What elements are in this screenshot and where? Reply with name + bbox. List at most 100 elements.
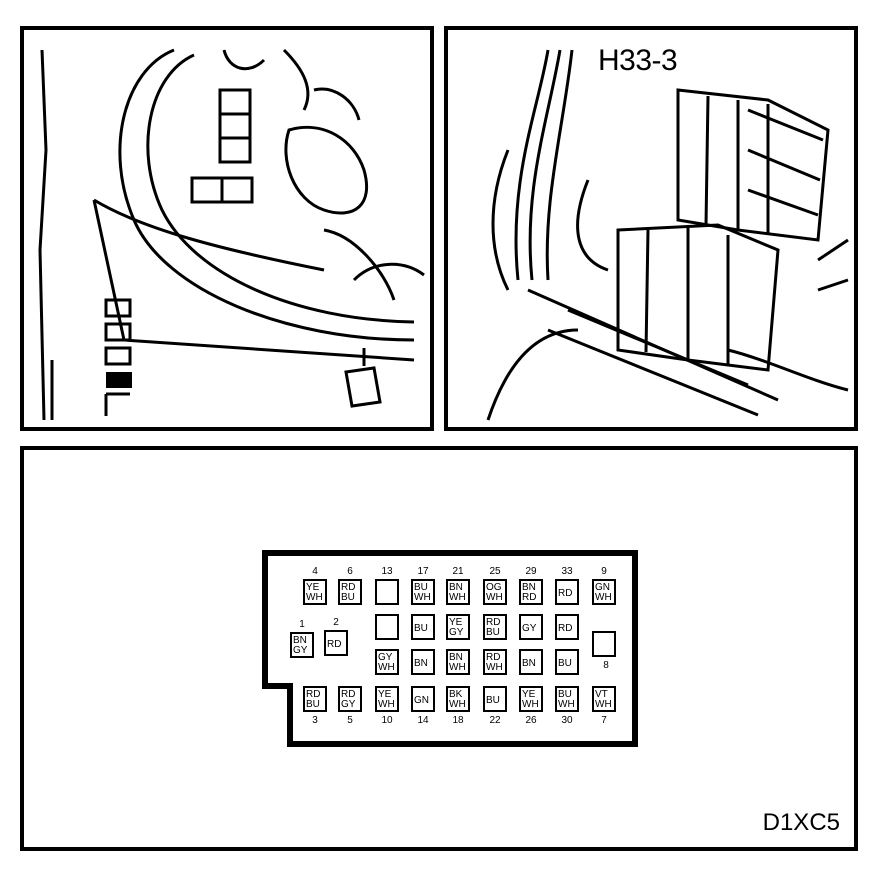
pin-wire-color: BN: [522, 582, 536, 593]
pin-wire-color: GY: [341, 699, 356, 710]
pin-number: 25: [489, 566, 501, 577]
pin-wire-color: RD: [522, 592, 536, 603]
pin-cavity: [483, 686, 507, 712]
dashboard-illustration: [38, 48, 425, 421]
pin-cavity: [519, 686, 543, 712]
pin-cavity: [303, 686, 327, 712]
pin-wire-color: YE: [306, 582, 320, 593]
connector-illustration: [486, 49, 849, 421]
pin-cavity: [592, 686, 616, 712]
pin-wire-color: BU: [414, 623, 428, 634]
connector-callout-label: H33-3: [598, 44, 678, 77]
pin-cavity: [592, 631, 616, 657]
pin-cavity: [338, 579, 362, 605]
pin-cavity: [411, 579, 435, 605]
pin-number: 4: [312, 566, 318, 577]
pin-wire-color: OG: [486, 582, 502, 593]
pin-wire-color: BU: [341, 592, 355, 603]
pin-cavity: [446, 614, 470, 640]
pin-wire-color: WH: [595, 592, 612, 603]
pin-wire-color: RD: [327, 639, 341, 650]
pin-cavity: [324, 630, 348, 656]
connector-housing-outline: [262, 550, 638, 747]
pin-cavity: [375, 579, 399, 605]
pin-cavity: [555, 579, 579, 605]
pin-number: 8: [603, 660, 609, 671]
pin-cavity: [555, 614, 579, 640]
pin-wire-color: WH: [378, 699, 395, 710]
pin-cavity: [290, 632, 314, 658]
pin-number: 22: [489, 715, 501, 726]
pin-wire-color: RD: [558, 623, 572, 634]
pin-wire-color: BU: [414, 582, 428, 593]
pin-13: 13: [375, 566, 399, 605]
pin-number: 2: [333, 617, 339, 628]
pin-wire-color: YE: [449, 617, 463, 628]
pin-wire-color: WH: [486, 662, 503, 673]
diagram-code: D1XC5: [762, 809, 840, 836]
pin-wire-color: GY: [293, 645, 308, 656]
pin-cavity: [592, 579, 616, 605]
pin-cavity: [555, 686, 579, 712]
pin-wire-color: RD: [486, 652, 500, 663]
pin-cavity: [519, 649, 543, 675]
pin-number: 33: [561, 566, 573, 577]
pin-wire-color: GN: [595, 582, 610, 593]
pin-cell-16: RD: [555, 614, 579, 640]
pin-number: 1: [299, 619, 305, 630]
pin-number: 18: [452, 715, 464, 726]
pin-wire-color: WH: [522, 699, 539, 710]
pin-cavity: [411, 686, 435, 712]
pin-cell-11: [375, 614, 399, 640]
pin-wire-color: GY: [449, 627, 464, 638]
pin-wire-color: BN: [449, 652, 463, 663]
pin-number: 6: [347, 566, 353, 577]
pin-wire-color: WH: [449, 592, 466, 603]
pin-cell-22: BN: [519, 649, 543, 675]
pin-number: 7: [601, 715, 607, 726]
pin-2: RD 2: [324, 617, 348, 656]
pin-wire-color: RD: [341, 689, 355, 700]
pin-cell-19: BN: [411, 649, 435, 675]
pin-wire-color: BN: [293, 635, 307, 646]
pin-wire-color: WH: [449, 699, 466, 710]
pin-wire-color: BU: [558, 689, 572, 700]
pin-number: 29: [525, 566, 537, 577]
pin-cavity: [483, 579, 507, 605]
pin-cavity: [303, 579, 327, 605]
pin-number: 21: [452, 566, 464, 577]
pin-wire-color: RD: [341, 582, 355, 593]
pin-8: 8: [592, 631, 616, 671]
pin-cavity: [446, 579, 470, 605]
pin-wire-color: YE: [378, 689, 392, 700]
pin-number: 5: [347, 715, 353, 726]
pin-wire-color: WH: [595, 699, 612, 710]
pin-wire-color: RD: [486, 617, 500, 628]
pin-wire-color: WH: [486, 592, 503, 603]
pin-number: 13: [381, 566, 393, 577]
highlighted-connector: [106, 372, 132, 388]
pin-cavity: [411, 649, 435, 675]
pin-number: 14: [417, 715, 429, 726]
pin-cavity: [375, 614, 399, 640]
pin-wire-color: WH: [378, 662, 395, 673]
pin-wire-color: GY: [378, 652, 393, 663]
